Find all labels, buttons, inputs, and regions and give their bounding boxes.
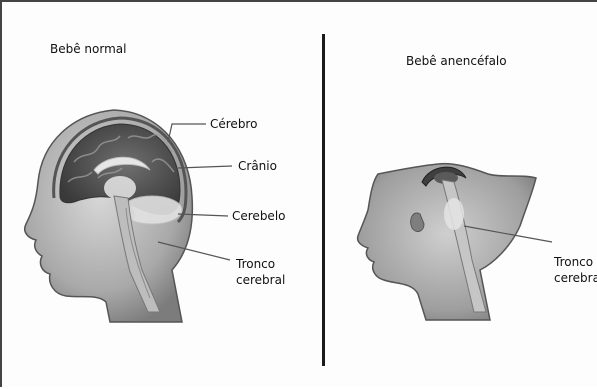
label-anencephalic-brainstem-line2: cerebra	[554, 270, 597, 286]
anencephalic-baby-head	[358, 164, 536, 320]
label-brainstem-line2: cerebral	[236, 272, 285, 288]
normal-baby-title: Bebê normal	[50, 42, 126, 56]
anencephalic-baby-title: Bebê anencéfalo	[406, 54, 507, 68]
label-cerebellum: Cerebelo	[232, 208, 286, 224]
label-skull: Crânio	[238, 158, 277, 174]
label-anencephalic-brainstem-line1: Tronco	[554, 254, 593, 270]
label-brainstem-line1: Tronco	[236, 256, 275, 272]
label-brain: Cérebro	[210, 116, 257, 132]
panel-divider	[322, 34, 325, 366]
normal-baby-head	[25, 110, 193, 322]
